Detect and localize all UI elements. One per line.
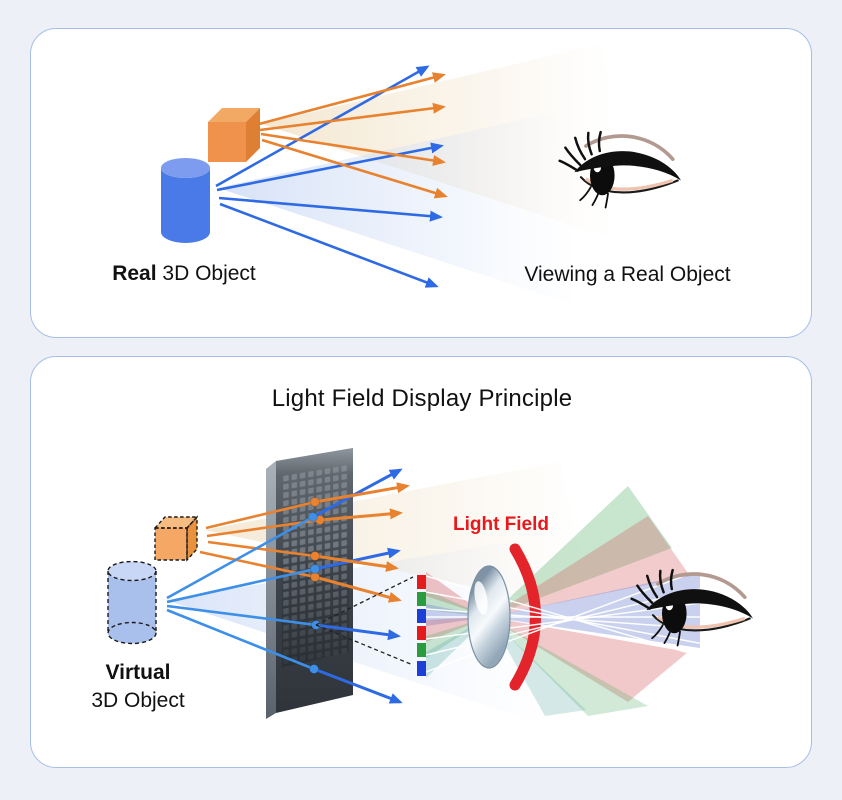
virtual-cube-icon [153, 515, 199, 562]
lens-icon [467, 565, 511, 669]
virtual-cylinder-icon [107, 560, 157, 645]
real-object-rays [215, 65, 448, 288]
real-cube-icon [208, 108, 260, 162]
virtual-object-label-bold: Virtual [105, 661, 171, 684]
real-cylinder-icon [161, 158, 210, 244]
magnifier-dashed-lines [315, 576, 414, 666]
rgb-subpixel-strip [417, 575, 426, 676]
viewing-caption: Viewing a Real Object [524, 263, 731, 286]
real-object-label-rest: 3D Object [156, 262, 256, 285]
real-beam-glows [218, 44, 648, 308]
virtual-object-label-rest: 3D Object [91, 689, 185, 712]
real-object-label-bold: Real [112, 262, 157, 285]
panel-title: Light Field Display Principle [271, 385, 573, 412]
real-object-label: Real 3D Object [84, 262, 284, 286]
incoming-rays [166, 500, 321, 671]
light-field-label: Light Field [452, 514, 550, 535]
virtual-object-label: Virtual 3D Object [58, 659, 218, 715]
exit-rays [312, 468, 410, 704]
